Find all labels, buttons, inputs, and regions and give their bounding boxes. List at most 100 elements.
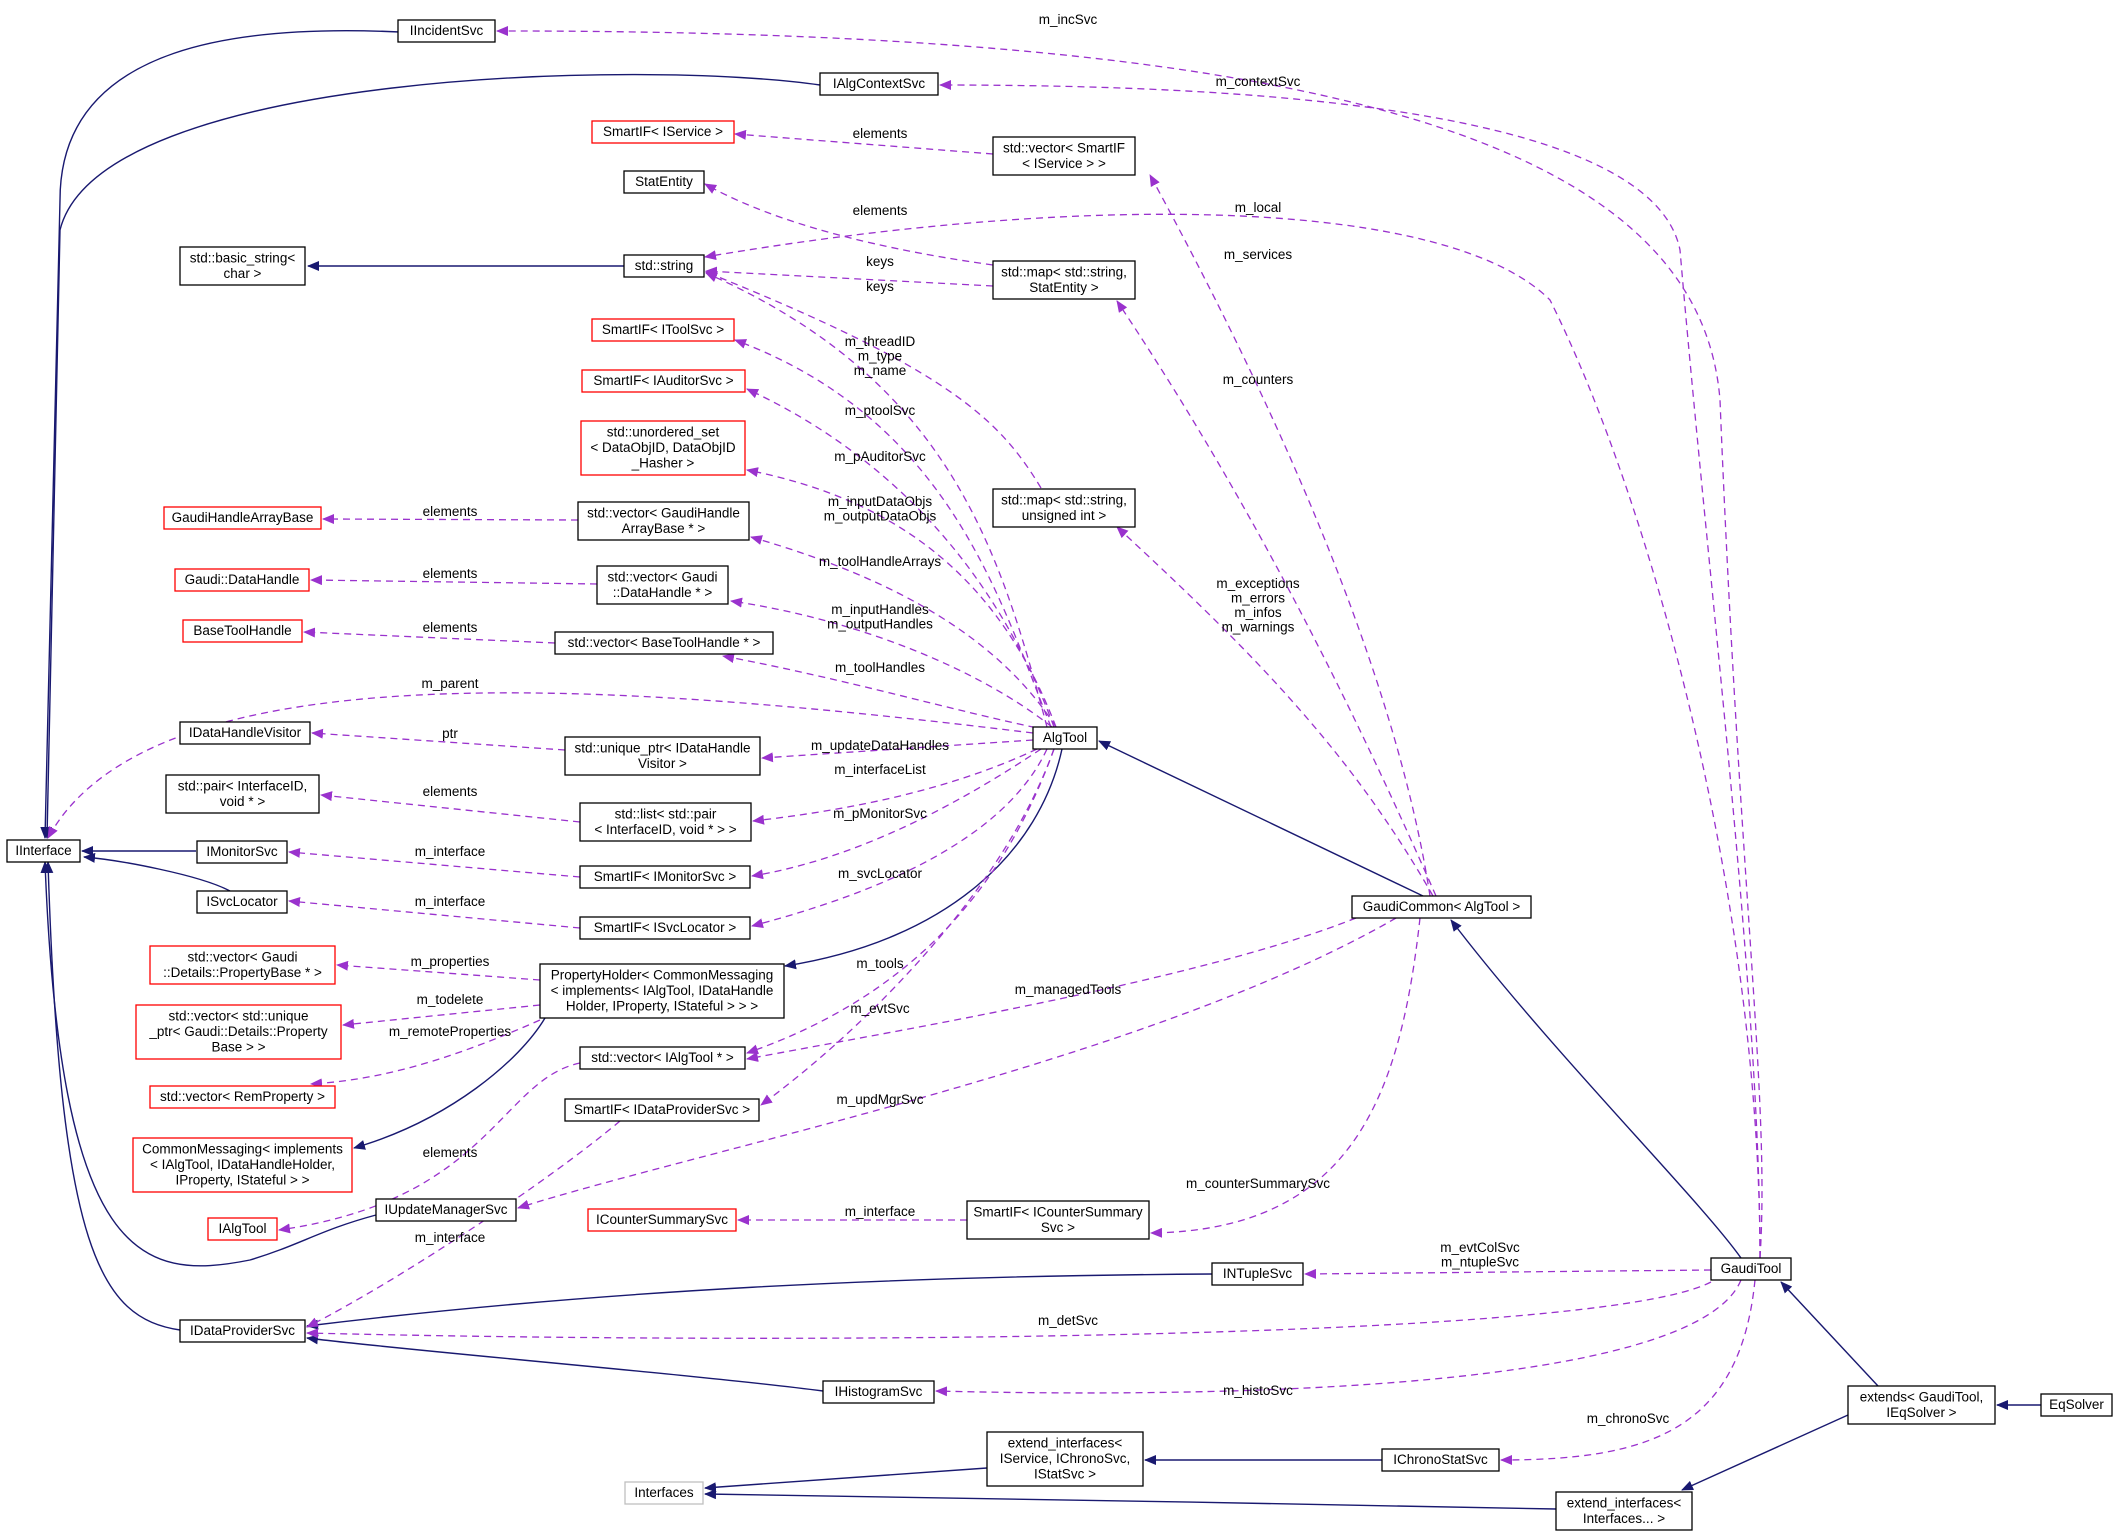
class-node-box[interactable] — [579, 1046, 746, 1070]
class-node-unordered-set[interactable]: std::unordered_set< DataObjID, DataObjID… — [580, 420, 746, 476]
class-node-ialgtool[interactable]: IAlgTool — [207, 1217, 278, 1241]
class-node-box[interactable] — [587, 1208, 737, 1232]
class-node-extends[interactable]: extends< GaudiTool,IEqSolver > — [1847, 1385, 1996, 1425]
class-node-box[interactable] — [581, 369, 746, 393]
class-node-box[interactable] — [564, 1098, 760, 1122]
class-node-box[interactable] — [1032, 726, 1098, 750]
class-node-gaudicommon[interactable]: GaudiCommon< AlgTool > — [1351, 895, 1532, 919]
class-node-box[interactable] — [1211, 1262, 1304, 1286]
class-node-interfaces[interactable]: Interfaces — [624, 1481, 704, 1505]
class-node-box[interactable] — [1710, 1257, 1792, 1281]
class-node-map-uint[interactable]: std::map< std::string,unsigned int > — [992, 488, 1136, 528]
class-node-isvclocator[interactable]: ISvcLocator — [196, 890, 288, 914]
class-node-box[interactable] — [564, 736, 761, 776]
class-node-box[interactable] — [577, 501, 750, 541]
class-node-box[interactable] — [174, 568, 310, 592]
class-node-pair-interfaceid[interactable]: std::pair< InterfaceID,void * > — [165, 774, 320, 814]
class-node-icountersummarysvc[interactable]: ICounterSummarySvc — [587, 1208, 737, 1232]
class-node-intuplesvc[interactable]: INTupleSvc — [1211, 1262, 1304, 1286]
class-node-box[interactable] — [196, 840, 288, 864]
class-node-box[interactable] — [1555, 1491, 1693, 1531]
class-node-box[interactable] — [163, 506, 322, 530]
class-node-box[interactable] — [992, 488, 1136, 528]
class-node-iinterface[interactable]: IInterface — [6, 839, 81, 863]
class-node-box[interactable] — [986, 1431, 1144, 1487]
class-node-statentity[interactable]: StatEntity — [623, 170, 705, 194]
class-node-algtool[interactable]: AlgTool — [1032, 726, 1098, 750]
class-node-vec-basetoolhandle[interactable]: std::vector< BaseToolHandle * > — [554, 631, 774, 655]
class-node-idatahandlevisitor[interactable]: IDataHandleVisitor — [179, 721, 311, 745]
class-node-box[interactable] — [580, 420, 746, 476]
class-node-vec-smartif-iservice[interactable]: std::vector< SmartIF< IService > > — [992, 136, 1136, 176]
class-node-box[interactable] — [149, 1085, 336, 1109]
class-node-gauditool[interactable]: GaudiTool — [1710, 1257, 1792, 1281]
class-node-smartif-iauditorsvc[interactable]: SmartIF< IAuditorSvc > — [581, 369, 746, 393]
class-node-ihistogramsvc[interactable]: IHistogramSvc — [822, 1380, 935, 1404]
class-node-smartif-itoolsvc[interactable]: SmartIF< IToolSvc > — [591, 318, 735, 342]
class-node-vec-remproperty[interactable]: std::vector< RemProperty > — [149, 1085, 336, 1109]
class-node-box[interactable] — [992, 260, 1136, 300]
class-node-smartif-isvclocator[interactable]: SmartIF< ISvcLocator > — [579, 916, 751, 940]
class-node-propertyholder[interactable]: PropertyHolder< CommonMessaging< impleme… — [539, 963, 785, 1019]
class-node-box[interactable] — [822, 1380, 935, 1404]
class-node-box[interactable] — [554, 631, 774, 655]
class-node-box[interactable] — [579, 865, 751, 889]
class-node-iincidentsvc[interactable]: IIncidentSvc — [397, 19, 496, 43]
class-node-box[interactable] — [966, 1200, 1150, 1240]
class-node-box[interactable] — [624, 1481, 704, 1505]
class-node-gaudi-datahandle[interactable]: Gaudi::DataHandle — [174, 568, 310, 592]
class-node-vec-datahandle[interactable]: std::vector< Gaudi::DataHandle * > — [596, 565, 729, 605]
class-node-box[interactable] — [1381, 1448, 1500, 1472]
class-node-vec-ialgtool[interactable]: std::vector< IAlgTool * > — [579, 1046, 746, 1070]
class-node-box[interactable] — [179, 1319, 306, 1343]
class-node-imonitorsvc[interactable]: IMonitorSvc — [196, 840, 288, 864]
class-node-box[interactable] — [182, 619, 303, 643]
class-node-box[interactable] — [196, 890, 288, 914]
class-node-smartif-idataprovidersvc[interactable]: SmartIF< IDataProviderSvc > — [564, 1098, 760, 1122]
class-node-iupdatemanagersvc[interactable]: IUpdateManagerSvc — [375, 1198, 517, 1222]
class-node-box[interactable] — [6, 839, 81, 863]
class-node-map-statentity[interactable]: std::map< std::string,StatEntity > — [992, 260, 1136, 300]
class-node-box[interactable] — [591, 318, 735, 342]
class-node-box[interactable] — [1847, 1385, 1996, 1425]
class-node-ialgcontextsvc[interactable]: IAlgContextSvc — [819, 72, 939, 96]
class-node-box[interactable] — [579, 916, 751, 940]
class-node-box[interactable] — [579, 802, 752, 842]
class-node-list-pair[interactable]: std::list< std::pair< InterfaceID, void … — [579, 802, 752, 842]
class-node-idataprovidersvc[interactable]: IDataProviderSvc — [179, 1319, 306, 1343]
class-node-std-string[interactable]: std::string — [623, 254, 705, 278]
class-node-basetoolhandle[interactable]: BaseToolHandle — [182, 619, 303, 643]
class-node-box[interactable] — [132, 1137, 353, 1193]
class-node-box[interactable] — [179, 721, 311, 745]
class-node-box[interactable] — [2040, 1393, 2113, 1417]
class-node-box[interactable] — [179, 246, 306, 286]
class-node-vec-unique-ptr-property[interactable]: std::vector< std::unique_ptr< Gaudi::Det… — [135, 1004, 342, 1060]
class-node-box[interactable] — [591, 120, 735, 144]
class-node-box[interactable] — [1351, 895, 1532, 919]
class-node-box[interactable] — [165, 774, 320, 814]
class-node-eqsolver[interactable]: EqSolver — [2040, 1393, 2113, 1417]
class-node-box[interactable] — [149, 945, 336, 985]
class-node-box[interactable] — [135, 1004, 342, 1060]
class-node-box[interactable] — [596, 565, 729, 605]
class-node-box[interactable] — [375, 1198, 517, 1222]
class-node-commonmessaging[interactable]: CommonMessaging< implements< IAlgTool, I… — [132, 1137, 353, 1193]
class-node-box[interactable] — [539, 963, 785, 1019]
class-node-box[interactable] — [623, 170, 705, 194]
class-node-smartif-iservice[interactable]: SmartIF< IService > — [591, 120, 735, 144]
class-node-box[interactable] — [623, 254, 705, 278]
class-node-smartif-imonitorsvc[interactable]: SmartIF< IMonitorSvc > — [579, 865, 751, 889]
class-node-extend-interfaces-chrono[interactable]: extend_interfaces<IService, IChronoSvc,I… — [986, 1431, 1144, 1487]
class-node-box[interactable] — [207, 1217, 278, 1241]
class-node-box[interactable] — [992, 136, 1136, 176]
class-node-extend-interfaces-interfaces[interactable]: extend_interfaces<Interfaces... > — [1555, 1491, 1693, 1531]
class-node-vec-propertybase[interactable]: std::vector< Gaudi::Details::PropertyBas… — [149, 945, 336, 985]
class-node-box[interactable] — [397, 19, 496, 43]
class-node-box[interactable] — [819, 72, 939, 96]
class-node-ichronostatsvc[interactable]: IChronoStatSvc — [1381, 1448, 1500, 1472]
class-node-gaudihandlearraybase[interactable]: GaudiHandleArrayBase — [163, 506, 322, 530]
class-node-basic-string[interactable]: std::basic_string<char > — [179, 246, 306, 286]
